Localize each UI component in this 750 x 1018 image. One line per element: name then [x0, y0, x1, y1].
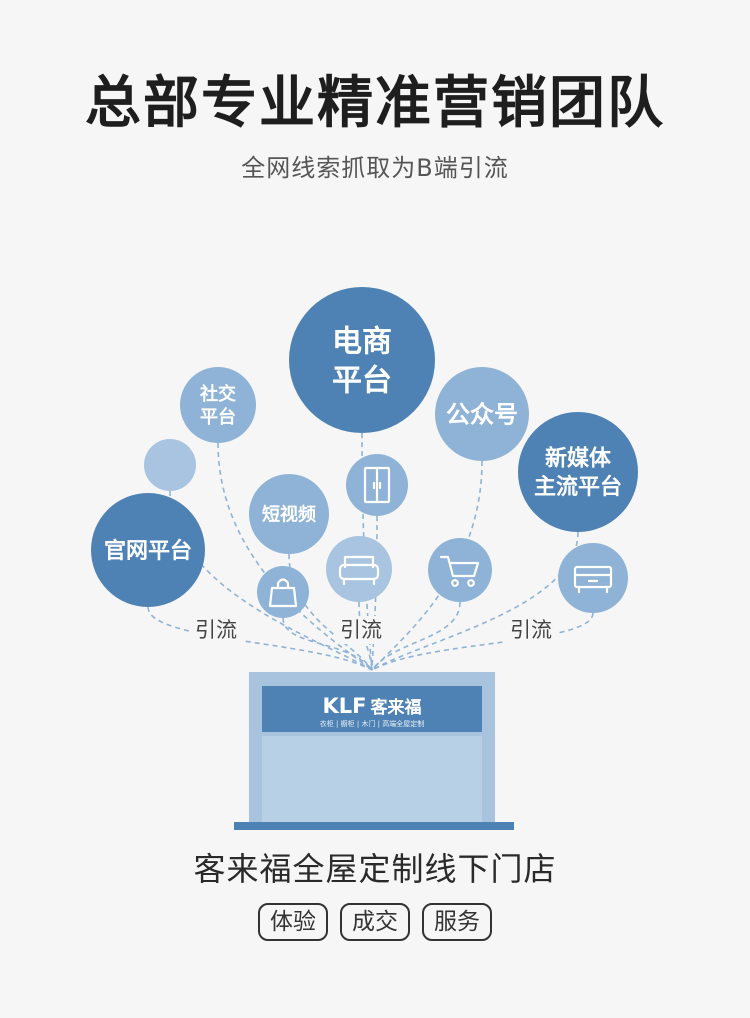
store-caption: 客来福全屋定制线下门店: [193, 850, 557, 888]
store-window: [262, 736, 482, 824]
store-logo-tagline: 衣柜 | 橱柜 | 木门 | 高端全屋定制: [320, 719, 424, 728]
channel-bubbles: 电商平台社交平台公众号新媒体主流平台短视频官网平台: [91, 287, 638, 618]
bubble-label: 社交: [200, 383, 236, 405]
bubble-cart: [428, 538, 492, 602]
cart-icon: [439, 555, 480, 587]
tag-service: 服务: [422, 903, 492, 941]
wardrobe-icon: [363, 466, 391, 504]
bubble-label: 新媒体: [545, 446, 612, 472]
bubble-sofa: [326, 536, 392, 602]
bubble-label: 公众号: [446, 401, 518, 429]
bubble-label: 短视频: [262, 503, 316, 525]
flow-line-cabinet: [371, 612, 594, 671]
flow-label: 引流: [340, 618, 382, 642]
bubble-circle: [144, 439, 196, 491]
tag-deal: 成交: [340, 903, 410, 941]
bubble-circle: [558, 543, 628, 613]
page-title: 总部专业精准营销团队: [85, 71, 665, 136]
bubble-short-video: 短视频: [249, 474, 329, 554]
shopping-bag-icon: [268, 578, 298, 608]
bubble-wardrobe: [346, 454, 408, 516]
store-logo-name: 客来福: [370, 697, 422, 718]
store-signboard: [262, 686, 482, 732]
page-subtitle: 全网线索抓取为B端引流: [241, 154, 509, 182]
bubble-official-account: 公众号: [435, 367, 529, 461]
bubble-official-site: 官网平台: [91, 493, 205, 607]
bubble-circle: [435, 367, 529, 461]
flow-label-bg: [505, 616, 557, 644]
flow-line-official-account: [371, 460, 483, 671]
flow-label: 引流: [195, 618, 237, 642]
bubble-label: 电商: [332, 324, 392, 359]
cabinet-icon: [573, 565, 613, 594]
bubble-label: 官网平台: [104, 538, 192, 564]
bubble-circle: [518, 412, 638, 532]
bubble-circle: [91, 493, 205, 607]
bubble-circle: [326, 536, 392, 602]
bubble-cabinet: [558, 543, 628, 613]
bubble-blank: [144, 439, 196, 491]
bubble-label: 平台: [200, 406, 236, 428]
store-logo-letters: KLF: [323, 694, 367, 718]
flow-label-bg: [190, 616, 242, 644]
store-base: [234, 822, 514, 830]
flow-label: 引流: [510, 618, 552, 642]
bubble-label: 主流平台: [534, 474, 622, 500]
flow-label-bg: [335, 616, 387, 644]
tag-experience: 体验: [258, 903, 328, 941]
flow-line-cart: [371, 601, 461, 671]
bubble-circle: [289, 287, 435, 433]
bubble-circle: [249, 474, 329, 554]
flow-line-shopping-bag: [282, 617, 373, 671]
flow-labels: 引流 引流 引流: [190, 616, 557, 644]
bubble-circle: [180, 367, 256, 443]
tag-row: 体验 成交 服务: [0, 903, 750, 941]
sofa-icon: [338, 555, 380, 586]
bubble-shopping-bag: [257, 566, 309, 618]
bubble-circle: [257, 566, 309, 618]
bubble-circle: [428, 538, 492, 602]
bubble-label: 平台: [332, 363, 392, 398]
